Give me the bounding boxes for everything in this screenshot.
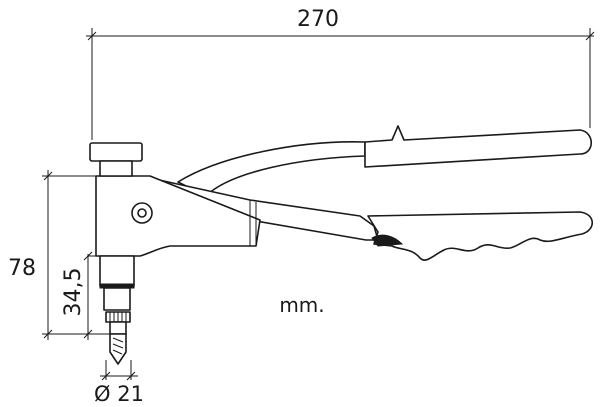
length-tick-right bbox=[585, 31, 595, 41]
tool-head bbox=[95, 175, 261, 257]
threaded-nozzle-base bbox=[109, 321, 127, 335]
lower-handle bbox=[149, 177, 594, 261]
upper-grip bbox=[364, 125, 593, 168]
upper-handle bbox=[177, 125, 593, 197]
units-label: mm. bbox=[279, 293, 324, 317]
head-body bbox=[95, 175, 261, 257]
threaded-nozzle bbox=[109, 333, 127, 365]
length-label: 270 bbox=[297, 7, 339, 32]
head-tick-top bbox=[83, 251, 93, 261]
head-height-label: 34,5 bbox=[61, 268, 86, 317]
length-dimension: 270 bbox=[86, 7, 595, 140]
nosepiece bbox=[99, 255, 135, 365]
height-label: 78 bbox=[8, 256, 36, 281]
height-tick-bottom bbox=[43, 329, 53, 339]
height-dimension: 78 bbox=[8, 170, 110, 340]
thread-3 bbox=[112, 349, 123, 355]
thread-1 bbox=[112, 337, 124, 343]
head-height-dimension: 34,5 bbox=[61, 251, 104, 340]
diameter-dimension: Ø 21 bbox=[94, 360, 144, 406]
thread-2 bbox=[112, 343, 124, 349]
grip-shadow bbox=[371, 234, 404, 247]
upper-arm bbox=[177, 141, 366, 197]
head-tick-bottom bbox=[83, 329, 93, 339]
knob-neck bbox=[99, 160, 133, 177]
knob-cap bbox=[89, 142, 143, 162]
lower-lever bbox=[149, 177, 379, 241]
height-tick-top bbox=[43, 171, 53, 181]
nosepiece-collar bbox=[99, 255, 135, 287]
length-tick-left bbox=[87, 31, 97, 41]
top-knob bbox=[89, 142, 143, 177]
diameter-tick-left bbox=[101, 371, 111, 381]
pivot-pin-inner bbox=[137, 208, 147, 218]
nosepiece-body bbox=[103, 287, 131, 311]
diameter-tick-right bbox=[126, 371, 136, 381]
lower-grip bbox=[367, 211, 594, 261]
diameter-label: Ø 21 bbox=[94, 382, 144, 406]
